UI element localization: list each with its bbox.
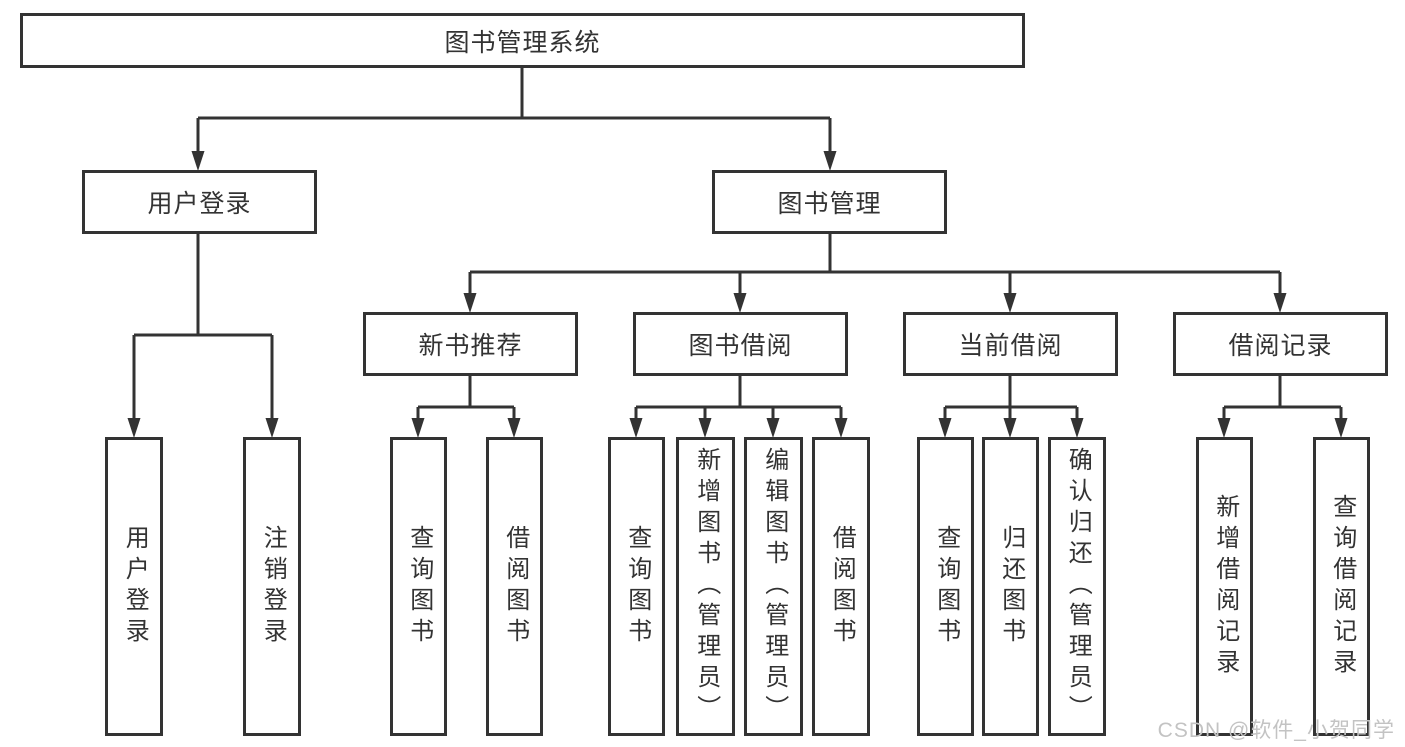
leaf-borrow-books-recommend: 借阅图书	[486, 437, 543, 736]
leaf-user-login: 用户登录	[105, 437, 163, 736]
arrow-down-icon	[1003, 418, 1017, 438]
leaf-label: 查询图书	[932, 524, 960, 649]
arrow-down-icon	[191, 151, 205, 171]
leaf-label: 查询图书	[623, 524, 651, 649]
node-book-management: 图书管理	[712, 170, 947, 234]
connector-currentborrow-to-leaves	[943, 376, 1079, 418]
leaf-add-borrow-record: 新增借阅记录	[1196, 437, 1253, 736]
arrow-down-icon	[127, 418, 141, 438]
leaf-label: 借阅图书	[501, 524, 529, 649]
leaf-query-books-current: 查询图书	[917, 437, 974, 736]
leaf-label: 新增图书（管理员）	[692, 447, 720, 726]
leaf-return-book: 归还图书	[982, 437, 1039, 736]
leaf-label: 注销登录	[259, 524, 287, 649]
arrow-down-icon	[698, 418, 712, 438]
connector-borrowrecords-to-leaves	[1222, 376, 1343, 418]
connector-bookmgmt-to-level3	[468, 234, 1282, 293]
leaf-query-books-borrow: 查询图书	[608, 437, 665, 736]
arrow-down-icon	[733, 293, 747, 313]
arrow-down-icon	[463, 293, 477, 313]
connector-bookborrow-to-leaves	[634, 376, 843, 418]
leaf-label: 编辑图书（管理员）	[760, 447, 788, 726]
leaf-edit-book-admin: 编辑图书（管理员）	[744, 437, 803, 736]
node-current-borrowing: 当前借阅	[903, 312, 1118, 376]
connector-userlogin-to-leaves	[132, 234, 274, 418]
leaf-label: 归还图书	[997, 524, 1025, 649]
arrow-down-icon	[1217, 418, 1231, 438]
arrow-down-icon	[507, 418, 521, 438]
node-library-management-system: 图书管理系统	[20, 13, 1025, 68]
arrow-down-icon	[823, 151, 837, 171]
arrow-down-icon	[938, 418, 952, 438]
leaf-add-book-admin: 新增图书（管理员）	[676, 437, 735, 736]
arrow-down-icon	[629, 418, 643, 438]
arrow-down-icon	[1273, 293, 1287, 313]
connector-newbookrec-to-leaves	[416, 376, 516, 418]
arrow-down-icon	[1334, 418, 1348, 438]
leaf-borrow-books: 借阅图书	[812, 437, 870, 736]
arrow-down-icon	[834, 418, 848, 438]
arrow-down-icon	[766, 418, 780, 438]
leaf-label: 确认归还（管理员）	[1064, 447, 1092, 726]
arrow-down-icon	[1003, 293, 1017, 313]
node-user-login-group: 用户登录	[82, 170, 317, 234]
leaf-confirm-return-admin: 确认归还（管理员）	[1048, 437, 1106, 736]
csdn-watermark: CSDN @软件_小贺同学	[1157, 719, 1395, 742]
arrow-down-icon	[1070, 418, 1084, 438]
leaf-label: 用户登录	[121, 524, 149, 649]
leaf-label: 查询图书	[405, 524, 433, 649]
leaf-query-borrow-record: 查询借阅记录	[1313, 437, 1370, 736]
arrow-down-icon	[411, 418, 425, 438]
arrow-down-icon	[265, 418, 279, 438]
leaf-logout: 注销登录	[243, 437, 301, 736]
leaf-query-books-recommend: 查询图书	[390, 437, 447, 736]
leaf-label: 查询借阅记录	[1328, 493, 1356, 680]
node-borrowing-records: 借阅记录	[1173, 312, 1388, 376]
node-book-borrowing: 图书借阅	[633, 312, 848, 376]
node-new-book-recommendation: 新书推荐	[363, 312, 578, 376]
connector-root-to-level2	[196, 68, 832, 152]
leaf-label: 借阅图书	[828, 524, 856, 649]
leaf-label: 新增借阅记录	[1211, 493, 1239, 680]
